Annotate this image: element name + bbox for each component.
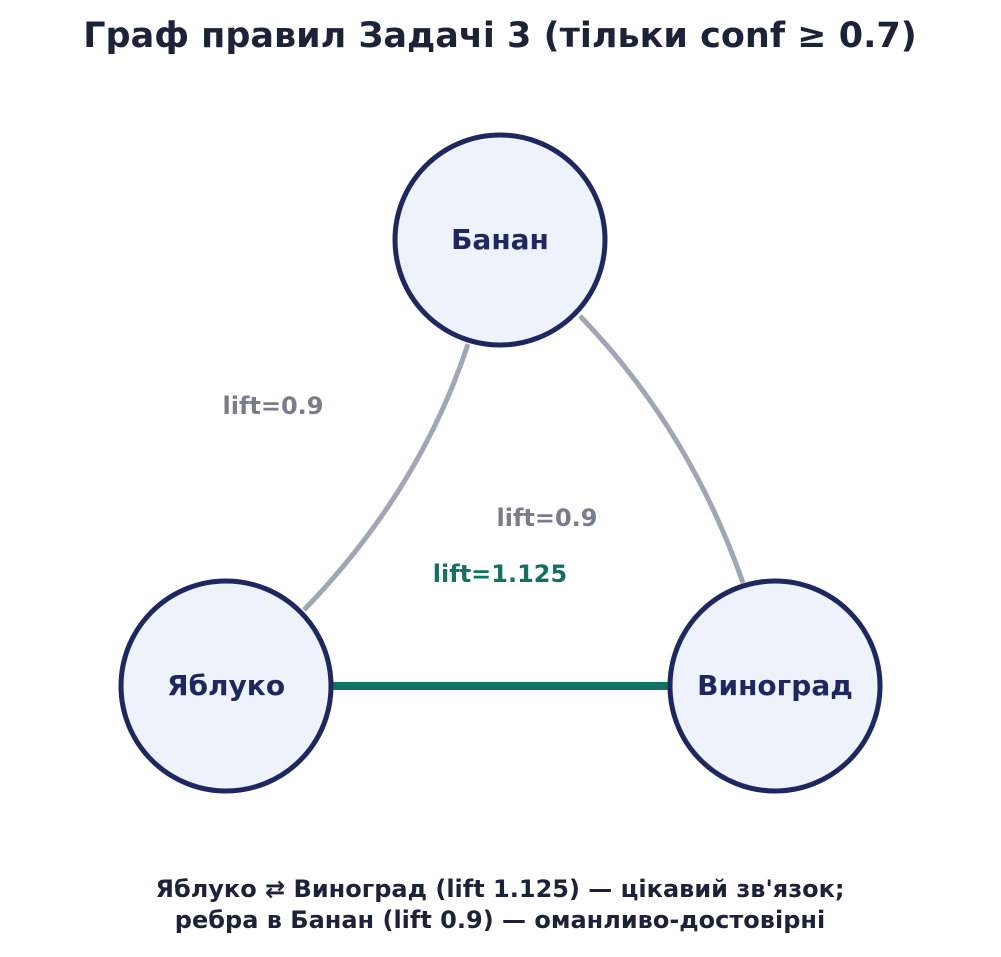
node-circle	[667, 578, 883, 794]
node-label: Виноград	[697, 669, 853, 702]
diagram-title: Граф правил Задачі 3 (тільки conf ≥ 0.7)	[83, 16, 917, 56]
node-label: Банан	[451, 223, 549, 256]
node-grape: Виноград	[667, 578, 883, 794]
edge-label-banana-grape: lift=0.9	[497, 504, 598, 532]
caption-line-1: Яблуко ⇄ Виноград (lift 1.125) — цікавий…	[155, 875, 844, 903]
edge-banana-grape	[578, 314, 746, 584]
edge-apple-banana	[302, 343, 471, 612]
caption-line-2: ребра в Банан (lift 0.9) — оманливо-дост…	[175, 906, 825, 934]
edge-label-apple-grape: lift=1.125	[433, 560, 567, 588]
edge-label-apple-banana: lift=0.9	[223, 392, 324, 420]
node-apple: Яблуко	[118, 578, 334, 794]
node-banana: Банан	[392, 132, 608, 348]
node-circle	[392, 132, 608, 348]
node-circle	[118, 578, 334, 794]
node-label: Яблуко	[167, 669, 285, 702]
